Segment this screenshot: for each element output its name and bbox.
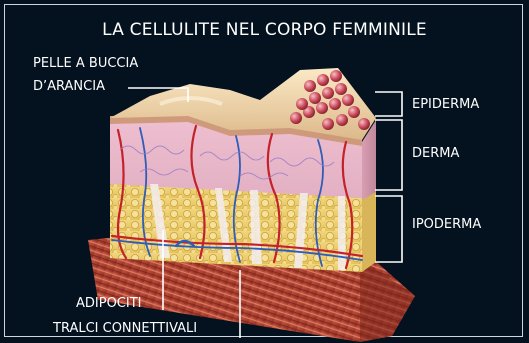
label-orange-peel-line2: D’ARANCIA [33,78,105,96]
label-connective-strands: TRALCI CONNETTIVALI [53,320,197,338]
label-dermis: DERMA [412,145,459,163]
label-epidermis: EPIDERMA [412,96,479,114]
label-orange-peel-line1: PELLE A BUCCIA [33,55,138,73]
label-hypodermis: IPODERMA [412,216,481,234]
label-adipocytes: ADIPOCITI [76,295,142,313]
